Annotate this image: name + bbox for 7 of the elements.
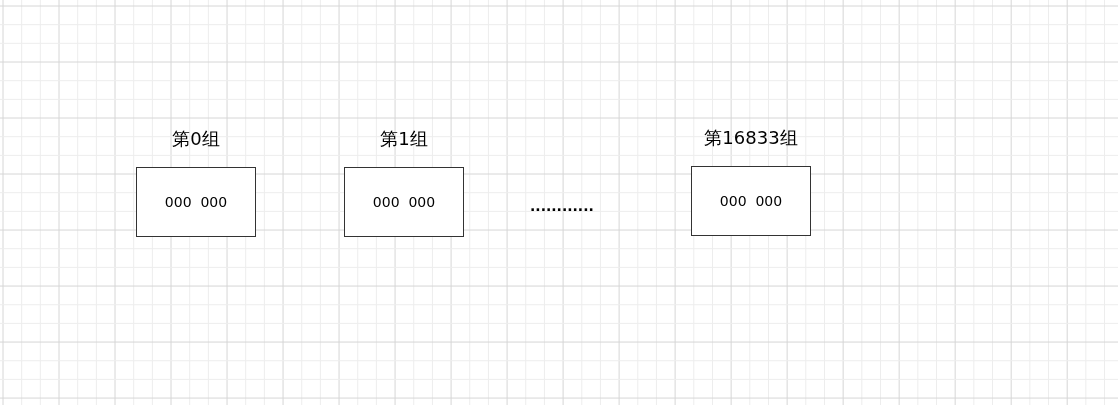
- group-box: 000 000: [691, 166, 811, 236]
- group-heading: 第0组: [171, 127, 221, 151]
- ellipsis-dots: ............: [530, 198, 594, 214]
- group-heading: 第16833组: [703, 126, 799, 150]
- group-box: 000 000: [344, 167, 464, 237]
- group-heading: 第1组: [379, 127, 429, 151]
- group-box: 000 000: [136, 167, 256, 237]
